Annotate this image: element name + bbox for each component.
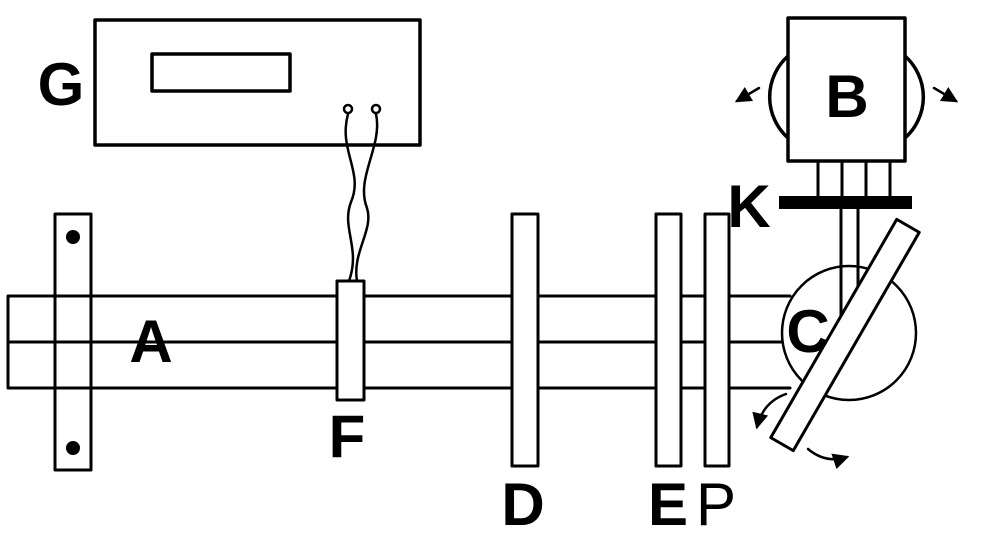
- connecting-wires: [344, 112, 379, 283]
- label-d: D: [501, 471, 544, 538]
- meter-unit: [93, 18, 422, 147]
- terminal-right: [370, 103, 382, 115]
- component-e-plate: [654, 212, 683, 468]
- label-k: K: [727, 173, 770, 240]
- detector-box: [786, 16, 907, 163]
- screw-dot-bottom: [66, 441, 80, 455]
- label-e: E: [648, 471, 688, 538]
- meter-box: [93, 18, 422, 147]
- rotation-arrow-bottom-icon: [806, 447, 850, 470]
- rotation-arc-left: [767, 54, 790, 140]
- rotating-mirror-assembly: [752, 207, 921, 470]
- component-p-plate: [703, 212, 731, 468]
- label-b: B: [825, 63, 868, 130]
- detector-unit-b: [734, 16, 959, 163]
- label-c: C: [786, 298, 829, 365]
- wire-right: [355, 112, 379, 283]
- tilted-mirror-plate: [769, 217, 921, 453]
- label-g: G: [38, 51, 85, 118]
- label-f: F: [329, 403, 366, 470]
- screw-dot-top: [66, 230, 80, 244]
- bracket-plate: [53, 212, 93, 472]
- label-a: A: [129, 308, 172, 375]
- telescope-mount-lines: [816, 159, 892, 198]
- wire-left: [344, 112, 356, 283]
- rotation-arrow-left-icon: [752, 392, 788, 430]
- terminal-left: [342, 103, 354, 115]
- mounting-bar-k: [779, 196, 912, 209]
- meter-display-window: [150, 52, 292, 93]
- label-p: P: [696, 471, 736, 538]
- rotation-arc-right: [903, 54, 926, 140]
- swivel-arrow-left-icon: [734, 86, 761, 103]
- bench-mount-bracket: [53, 212, 93, 472]
- component-f-plate: [335, 279, 366, 402]
- component-d-plate: [510, 212, 540, 468]
- swivel-arrow-right-icon: [932, 86, 959, 103]
